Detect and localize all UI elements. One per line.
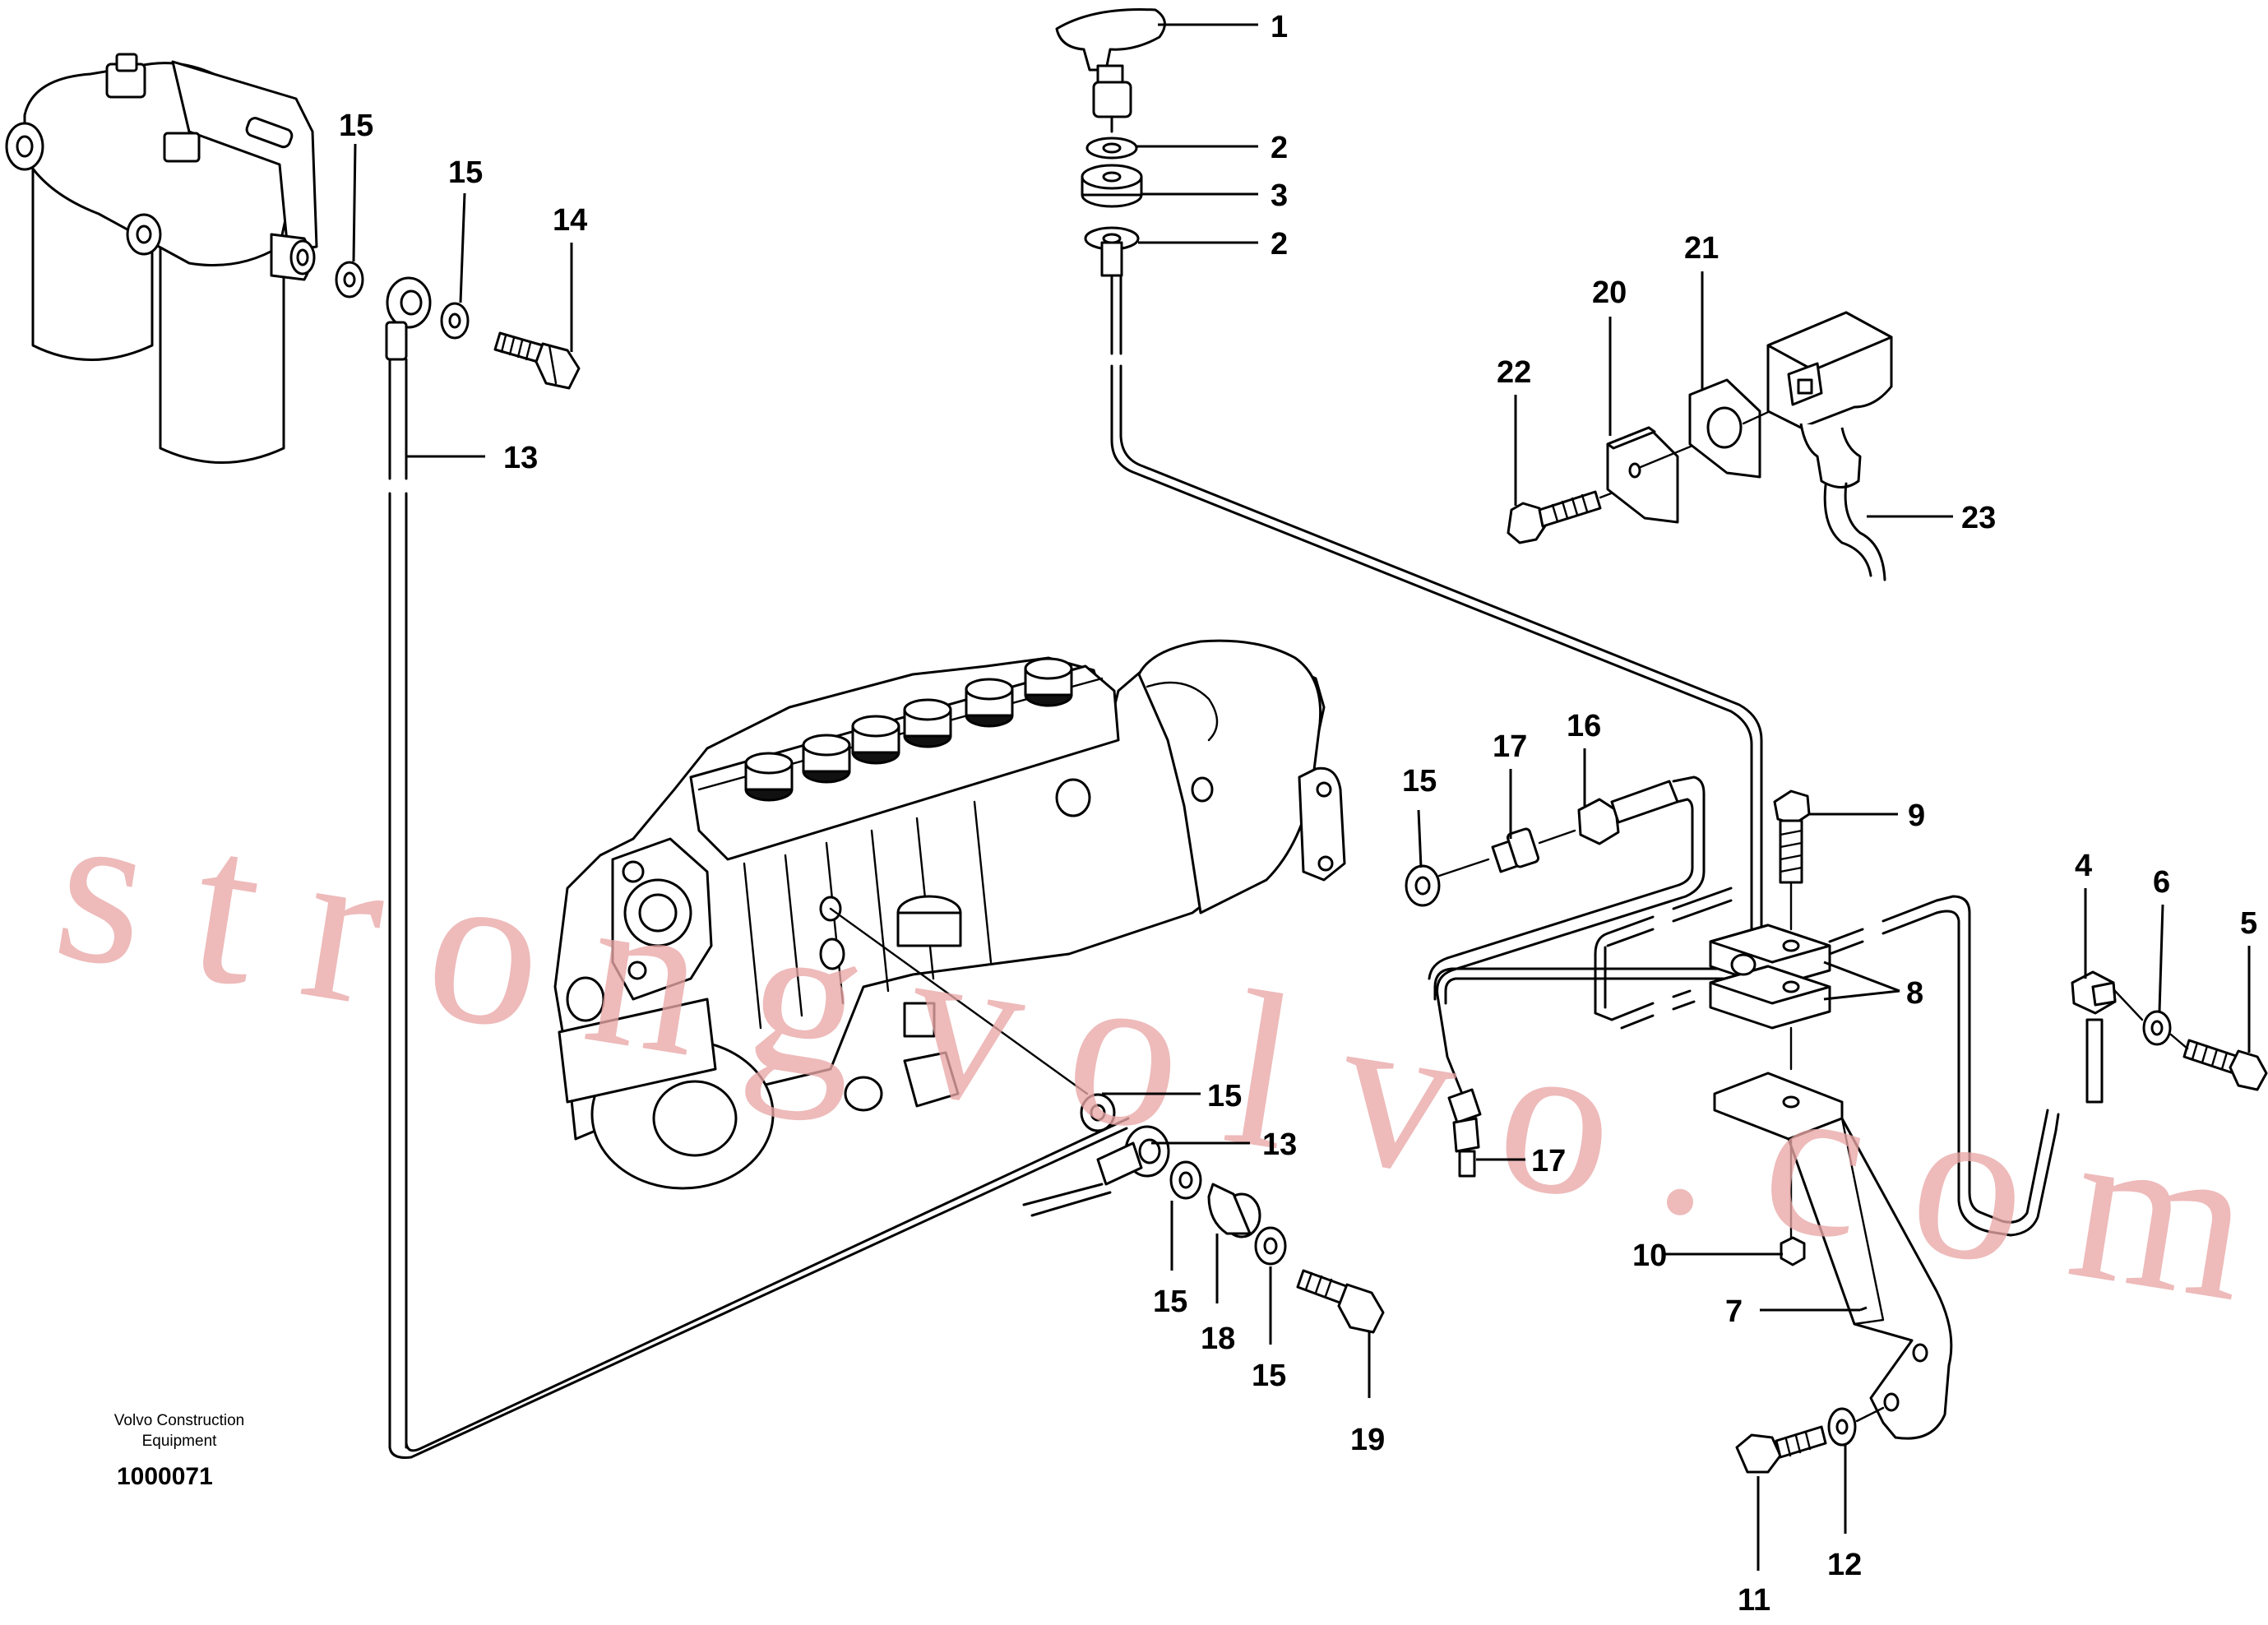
callout-15-pump-b: 15 (1153, 1285, 1187, 1319)
callout-17-lower: 17 (1531, 1144, 1566, 1178)
callout-12: 12 (1827, 1548, 1862, 1582)
callout-4: 4 (2075, 849, 2092, 883)
diagram-caption: Volvo Construction Equipment 1000071 (114, 1412, 244, 1490)
callout-13-lower: 13 (1262, 1127, 1297, 1162)
bolt-22 (1507, 490, 1602, 544)
callout-11: 11 (1738, 1583, 1770, 1618)
callout-5: 5 (2240, 906, 2257, 941)
callout-23: 23 (1961, 501, 1996, 535)
caption-company-line2: Equipment (142, 1433, 218, 1450)
hollow-screw-14 (493, 331, 581, 390)
illustration-number: 1000071 (117, 1463, 213, 1490)
union-nut-4 (2071, 970, 2117, 1104)
union-nut-16 (1428, 775, 1706, 1100)
callout-15-filter-b: 15 (448, 155, 483, 190)
callout-10: 10 (1632, 1238, 1667, 1273)
nipple-17-upper (1491, 827, 1540, 873)
callout-1: 1 (1271, 10, 1288, 44)
bracket-7 (1713, 1072, 1953, 1440)
connector-23 (1766, 311, 1893, 581)
filter-top-bolt-head (115, 53, 138, 72)
callout-21: 21 (1684, 231, 1719, 266)
filter-bleed-screw (163, 132, 201, 163)
clamp-8 (1709, 924, 1831, 1030)
caption-company-line1: Volvo Construction (114, 1412, 244, 1429)
spacer-18 (1207, 1183, 1261, 1238)
callout-13-upper: 13 (503, 441, 538, 475)
callout-8: 8 (1906, 976, 1923, 1011)
callout-2-lower: 2 (1271, 227, 1288, 262)
bracket-slot (245, 117, 294, 149)
callout-15-pump-a: 15 (1207, 1079, 1242, 1113)
nipple-17-lower (1447, 1088, 1482, 1178)
callout-14: 14 (553, 203, 587, 238)
bolt-11 (1735, 1425, 1827, 1474)
fuel-filter-assembly (5, 53, 318, 464)
bolt-9 (1773, 789, 1811, 884)
pump-drive-shaft (558, 998, 717, 1104)
callout-9: 9 (1908, 799, 1925, 833)
bolt-5 (2182, 1039, 2268, 1091)
callout-22: 22 (1497, 355, 1531, 390)
banjo-fitting-pump (1022, 1125, 1170, 1217)
hand-primer-knob-1 (1055, 8, 1166, 133)
plate-20 (1606, 426, 1679, 524)
hollow-screw-19 (1296, 1269, 1385, 1334)
fuel-pipe-13 (388, 358, 1130, 1459)
callout-18: 18 (1201, 1322, 1235, 1356)
callout-17-upper: 17 (1493, 729, 1527, 764)
bracket-pipes (1594, 887, 2060, 1237)
injection-pump (553, 639, 1346, 1190)
callout-3: 3 (1271, 178, 1288, 213)
callout-16: 16 (1567, 709, 1601, 743)
gasket-21 (1688, 378, 1761, 479)
nut-10 (1780, 1236, 1806, 1266)
callout-2-upper: 2 (1271, 131, 1288, 165)
callout-15-right: 15 (1402, 764, 1437, 799)
banjo-fitting-neck (385, 321, 408, 361)
callout-leaders (352, 23, 2251, 1571)
callout-15-filter-a: 15 (339, 109, 373, 143)
callout-19: 19 (1350, 1423, 1385, 1457)
delivery-valve-holders (744, 657, 1073, 802)
callout-15-pump-c: 15 (1252, 1359, 1286, 1393)
callout-labels: 1 2 3 2 4 5 6 7 8 9 10 11 12 13 13 14 15… (339, 10, 2257, 1618)
callout-7: 7 (1725, 1294, 1743, 1329)
callout-6: 6 (2153, 865, 2170, 900)
seal-3 (1081, 164, 1143, 208)
primer-stem (1100, 241, 1123, 277)
pump-drain-fitting (844, 1076, 883, 1112)
callout-20: 20 (1592, 275, 1627, 310)
filter-canister-right (159, 245, 285, 464)
